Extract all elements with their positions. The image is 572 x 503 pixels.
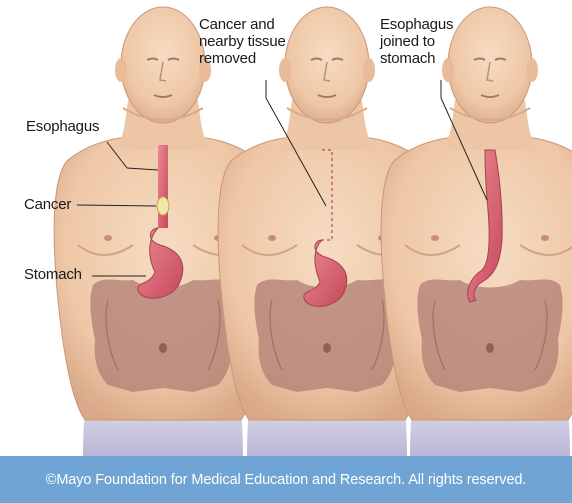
- tissue-removed-label: Cancer and nearby tissue removed: [199, 16, 286, 67]
- panel-esophagus-joined: [381, 7, 572, 460]
- esophagus-joined-label: Esophagus joined to stomach: [380, 16, 453, 67]
- esophagus-label: Esophagus: [26, 118, 99, 135]
- surgery-illustration: [0, 0, 572, 460]
- cancer-label: Cancer: [24, 196, 71, 213]
- esophagus-organ: [158, 145, 168, 228]
- cancer-tumor: [157, 197, 169, 215]
- stomach-label: Stomach: [24, 266, 82, 283]
- copyright-text: ©Mayo Foundation for Medical Education a…: [46, 472, 527, 488]
- copyright-banner: ©Mayo Foundation for Medical Education a…: [0, 456, 572, 503]
